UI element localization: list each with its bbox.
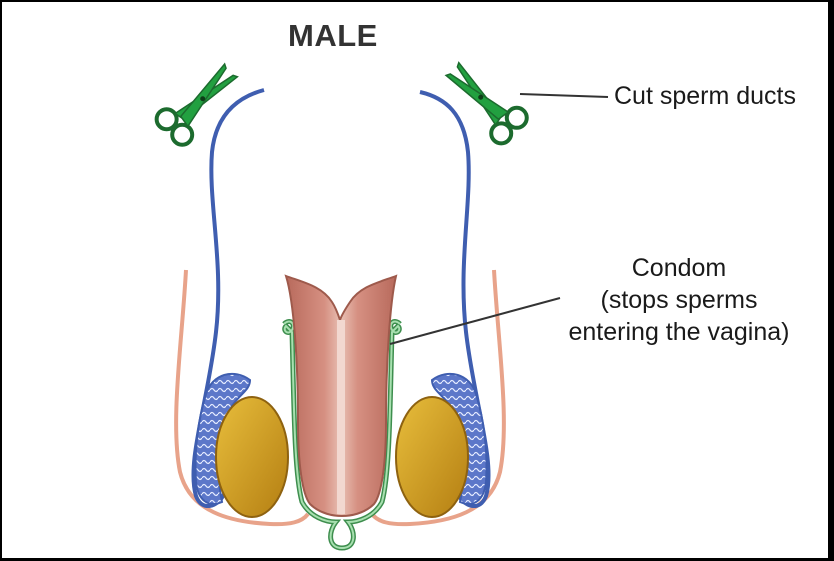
scrotum-right-outline [370,269,506,527]
testis-right [395,396,469,518]
cut-ducts-leader [519,93,609,98]
sperm-duct-left [191,88,265,508]
testis-left [215,396,289,518]
sperm-duct-right [419,90,491,508]
label-condom-group: Condom (stops sperms entering the vagina… [534,252,824,348]
diagram-title: MALE [288,18,378,53]
condom-inner [283,320,401,550]
label-condom: Condom [631,254,727,282]
scissors-icon [444,61,529,146]
scissors-icon [154,62,239,147]
label-cut-sperm-ducts: Cut sperm ducts [614,82,797,110]
scrotum-left-outline [174,269,310,527]
label-condom-note-2: entering the vagina) [568,318,790,346]
condom-leader [389,297,561,345]
label-condom-note-1: (stops sperms [600,286,758,314]
